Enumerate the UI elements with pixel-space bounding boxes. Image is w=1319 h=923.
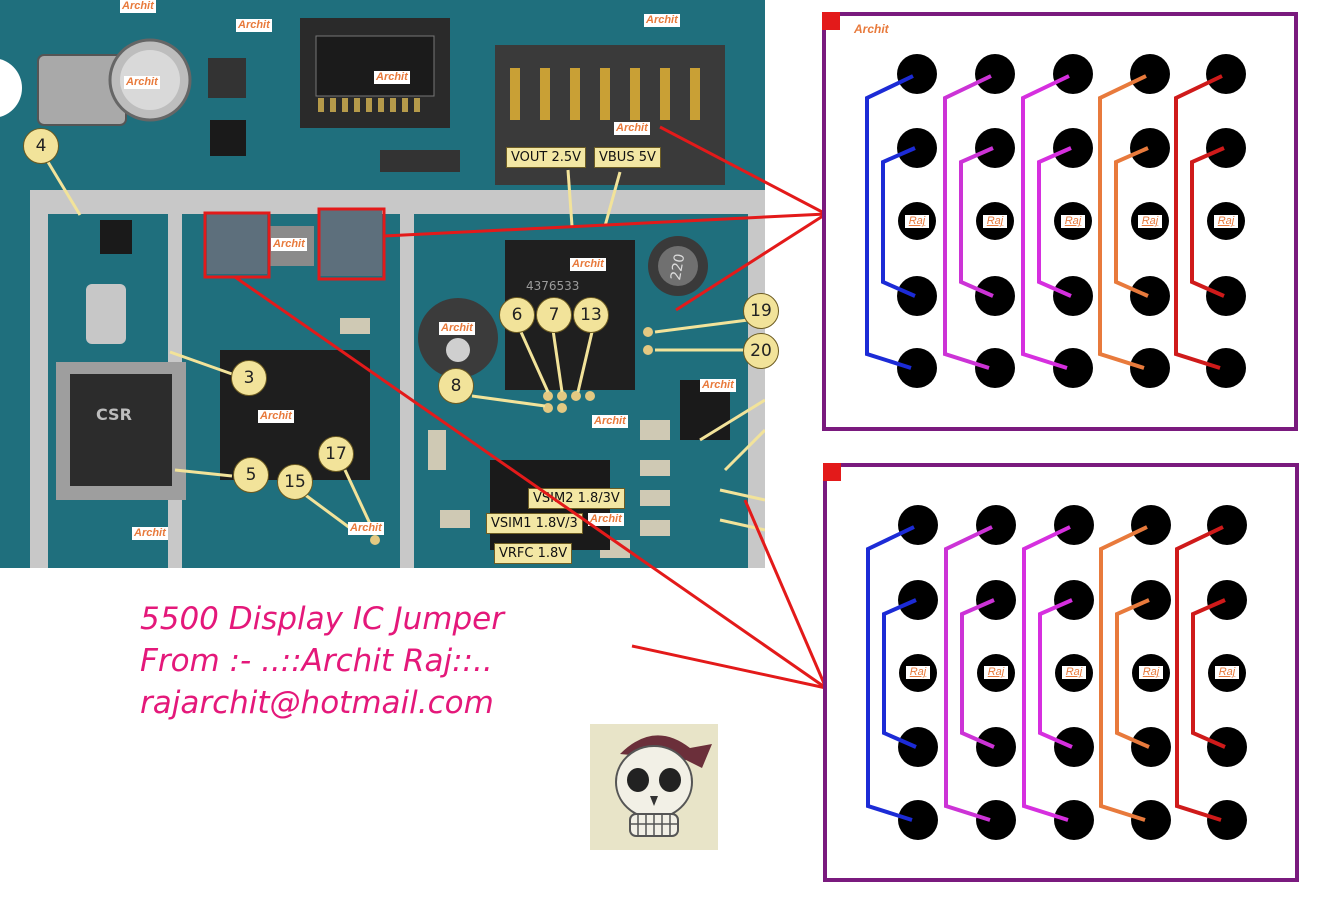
solder-ball xyxy=(976,505,1016,545)
callout-badge: 19 xyxy=(743,293,779,329)
main-ic-marking: 4376533 xyxy=(526,279,579,293)
callout-badge: 20 xyxy=(743,333,779,369)
watermark: Archit xyxy=(258,410,294,423)
solder-ball xyxy=(1054,505,1094,545)
callout-badge: 6 xyxy=(499,297,535,333)
solder-ball xyxy=(1053,54,1093,94)
solder-ball xyxy=(1206,128,1246,168)
solder-ball xyxy=(1207,800,1247,840)
title-line-2: From :- ..::Archit Raj::.. xyxy=(140,643,493,679)
callout-badge: 8 xyxy=(438,368,474,404)
watermark: Archit xyxy=(236,19,272,32)
watermark: Archit xyxy=(592,415,628,428)
solder-ball xyxy=(897,276,937,316)
solder-ball xyxy=(1130,128,1170,168)
solder-ball xyxy=(976,800,1016,840)
raj-label: Raj xyxy=(1139,666,1163,679)
watermark: Archit xyxy=(644,14,680,27)
email-line: rajarchit@hotmail.com xyxy=(140,685,494,721)
callout-badge: 15 xyxy=(277,464,313,500)
callout-badge: 17 xyxy=(318,436,354,472)
pcb-photo: 4376533 220 CSR xyxy=(0,0,765,568)
solder-ball xyxy=(1130,276,1170,316)
watermark: Archit xyxy=(700,379,736,392)
solder-ball xyxy=(897,54,937,94)
watermark: Archit xyxy=(120,0,156,13)
raj-label: Raj xyxy=(1215,666,1239,679)
solder-ball xyxy=(897,128,937,168)
solder-ball xyxy=(1206,276,1246,316)
solder-ball xyxy=(1207,580,1247,620)
solder-ball xyxy=(1053,128,1093,168)
solder-ball xyxy=(898,505,938,545)
title-line-1: 5500 Display IC Jumper xyxy=(140,601,504,637)
corner-marker xyxy=(822,12,840,30)
watermark: Archit xyxy=(614,122,650,135)
vsim1-label: VSIM1 1.8V/3 xyxy=(486,513,583,534)
raj-label: Raj xyxy=(1214,215,1238,228)
solder-ball xyxy=(898,580,938,620)
solder-ball xyxy=(976,580,1016,620)
watermark: Archit xyxy=(348,522,384,535)
solder-ball xyxy=(898,800,938,840)
solder-ball xyxy=(975,54,1015,94)
corner-marker xyxy=(823,463,841,481)
solder-ball xyxy=(976,727,1016,767)
solder-ball xyxy=(1206,54,1246,94)
raj-label: Raj xyxy=(984,666,1008,679)
solder-ball xyxy=(1054,800,1094,840)
raj-label: Raj xyxy=(983,215,1007,228)
raj-label: Raj xyxy=(905,215,929,228)
vout-label: VOUT 2.5V xyxy=(506,147,587,168)
raj-label: Raj xyxy=(1138,215,1162,228)
watermark: Archit xyxy=(132,527,168,540)
solder-ball xyxy=(1054,580,1094,620)
watermark: Archit xyxy=(374,71,410,84)
watermark: Archit xyxy=(439,322,475,335)
raj-label: Raj xyxy=(1061,215,1085,228)
solder-ball xyxy=(1131,727,1171,767)
callout-badge: 13 xyxy=(573,297,609,333)
solder-ball xyxy=(975,348,1015,388)
solder-ball xyxy=(1207,727,1247,767)
callout-badge: 4 xyxy=(23,128,59,164)
solder-ball xyxy=(1206,348,1246,388)
solder-ball xyxy=(1054,727,1094,767)
solder-ball xyxy=(897,348,937,388)
watermark: Archit xyxy=(588,513,624,526)
solder-ball xyxy=(1130,54,1170,94)
solder-ball xyxy=(975,128,1015,168)
watermark: Archit xyxy=(570,258,606,271)
solder-ball xyxy=(1131,505,1171,545)
solder-ball xyxy=(1053,276,1093,316)
callout-badge: 7 xyxy=(536,297,572,333)
raj-label: Raj xyxy=(906,666,930,679)
watermark: Archit xyxy=(271,238,307,251)
raj-label: Raj xyxy=(1062,666,1086,679)
skull-image xyxy=(590,724,718,850)
watermark: Archit xyxy=(124,76,160,89)
solder-ball xyxy=(1207,505,1247,545)
vrfc-label: VRFC 1.8V xyxy=(494,543,573,564)
solder-ball xyxy=(1130,348,1170,388)
callout-badge: 3 xyxy=(231,360,267,396)
solder-ball xyxy=(1053,348,1093,388)
solder-ball xyxy=(1131,800,1171,840)
solder-ball xyxy=(975,276,1015,316)
csr-marking: CSR xyxy=(96,405,132,424)
panel-watermark: Archit xyxy=(854,22,889,36)
vsim2-label: VSIM2 1.8/3V xyxy=(528,488,625,509)
title-block: 5500 Display IC Jumper From :- ..::Archi… xyxy=(140,598,504,724)
solder-ball xyxy=(1131,580,1171,620)
solder-ball xyxy=(898,727,938,767)
vbus-label: VBUS 5V xyxy=(594,147,661,168)
callout-badge: 5 xyxy=(233,457,269,493)
